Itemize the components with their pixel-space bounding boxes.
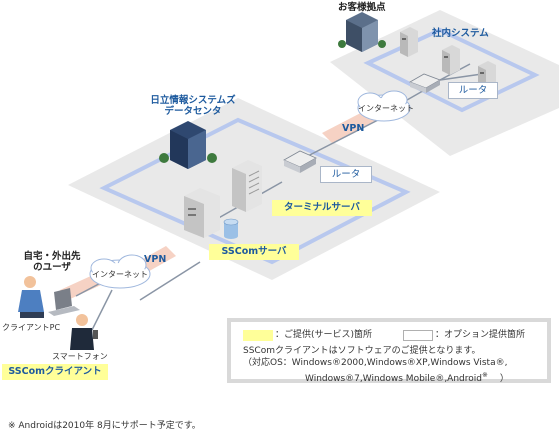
internal-system-label: 社内システム xyxy=(432,28,489,39)
datacenter-label-line2: データセンタ xyxy=(164,106,222,117)
legend-note-line3: Windows®7,Windows Mobile®,Android※ ） xyxy=(305,369,509,385)
customer-site-label: お客様拠点 xyxy=(338,2,386,13)
legend-swatch-option xyxy=(403,330,433,341)
internal-server-icon-2 xyxy=(442,45,460,75)
office-building-icon xyxy=(338,12,386,52)
legend-note-os-list: Windows®7,Windows Mobile®,Android xyxy=(305,374,482,384)
database-icon xyxy=(223,218,239,239)
router-icon-customer xyxy=(409,73,441,93)
customer-router-tag: ルータ xyxy=(448,82,498,99)
sscom-server-tag: SSComサーバ xyxy=(209,244,299,260)
vpn-label-upper: VPN xyxy=(342,123,365,134)
legend-note-close: ） xyxy=(499,374,509,384)
terminal-server-tag: ターミナルサーバ xyxy=(272,200,372,216)
home-user-label-line1: 自宅・外出先 xyxy=(23,251,81,262)
datacenter-building-icon xyxy=(159,121,217,169)
smartphone-user-icon xyxy=(70,314,98,350)
cloud-upper xyxy=(357,90,411,122)
router-icon-datacenter xyxy=(283,150,317,173)
internal-server-icon-1 xyxy=(400,27,418,57)
footnote: ※ Androidは2010年 8月にサポート予定です。 xyxy=(8,421,201,431)
vpn-label-lower: VPN xyxy=(144,254,167,265)
sscom-server-icon xyxy=(184,188,220,238)
legend-note-line1: SSComクライアントはソフトウェアのご提供となります。 xyxy=(243,346,481,356)
datacenter-router-tag: ルータ xyxy=(320,166,372,183)
laptop-icon xyxy=(48,288,80,316)
cloud-lower xyxy=(89,254,151,289)
sscom-client-tag: SSComクライアント xyxy=(2,364,108,380)
internet-label-lower: インターネット xyxy=(92,270,148,279)
legend-option-label: ：オプション提供箇所 xyxy=(435,330,526,340)
internet-label-upper: インターネット xyxy=(358,104,414,113)
terminal-server-icon xyxy=(232,160,262,212)
datacenter-label-line1: 日立情報システムズ xyxy=(150,95,236,106)
legend-note-mark: ※ xyxy=(481,371,488,379)
home-user-label-line2: のユーザ xyxy=(33,262,71,273)
legend-note-line2: （対応OS：Windows®2000,Windows®XP,Windows Vi… xyxy=(243,358,508,368)
smartphone-label: スマートフォン xyxy=(52,352,108,361)
legend-swatch-provided xyxy=(243,330,273,341)
legend-box: ：ご提供(サービス)箇所 ：オプション提供箇所 SSComクライアントはソフトウ… xyxy=(227,318,551,385)
client-pc-label: クライアントPC xyxy=(2,323,61,332)
customer-site-zone xyxy=(330,10,559,156)
client-pc-user-icon xyxy=(18,276,44,318)
legend-provided-label: ：ご提供(サービス)箇所 xyxy=(275,330,373,340)
